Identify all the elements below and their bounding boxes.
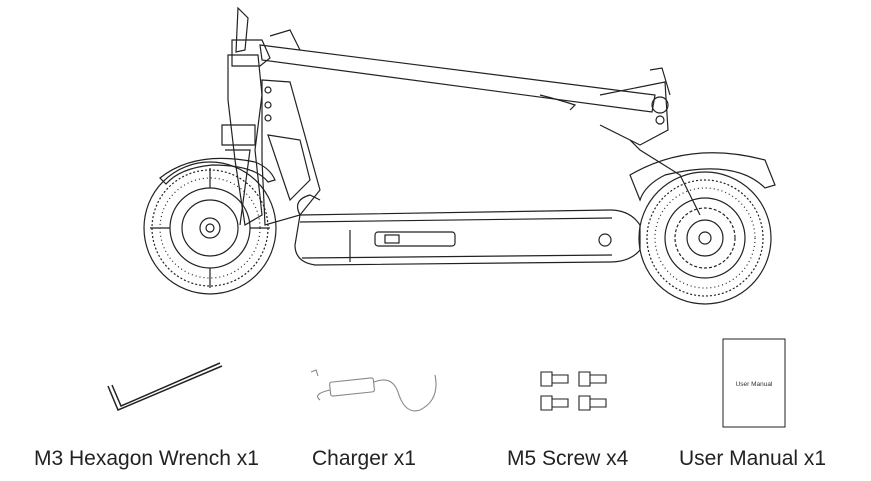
- deck: [294, 194, 641, 266]
- manual-icon: User Manual: [722, 338, 786, 428]
- hex-wrench-icon: [107, 362, 223, 411]
- charger-caption: Charger x1: [312, 447, 416, 470]
- folded-stem: [259, 29, 701, 216]
- wrench-caption: M3 Hexagon Wrench x1: [34, 447, 259, 470]
- screw-icon: [540, 371, 607, 411]
- charger-icon: [310, 369, 437, 412]
- front-fender: [159, 157, 276, 185]
- manual-caption: User Manual x1: [679, 447, 827, 470]
- screw-caption: M5 Screw x4: [507, 447, 629, 470]
- manual-cover-text: User Manual: [736, 381, 773, 388]
- front-wheel: [143, 161, 277, 295]
- front-stem: [221, 6, 272, 226]
- rear-fender: [629, 152, 776, 202]
- frame-neck: [261, 79, 321, 226]
- rear-wheel: [638, 171, 772, 305]
